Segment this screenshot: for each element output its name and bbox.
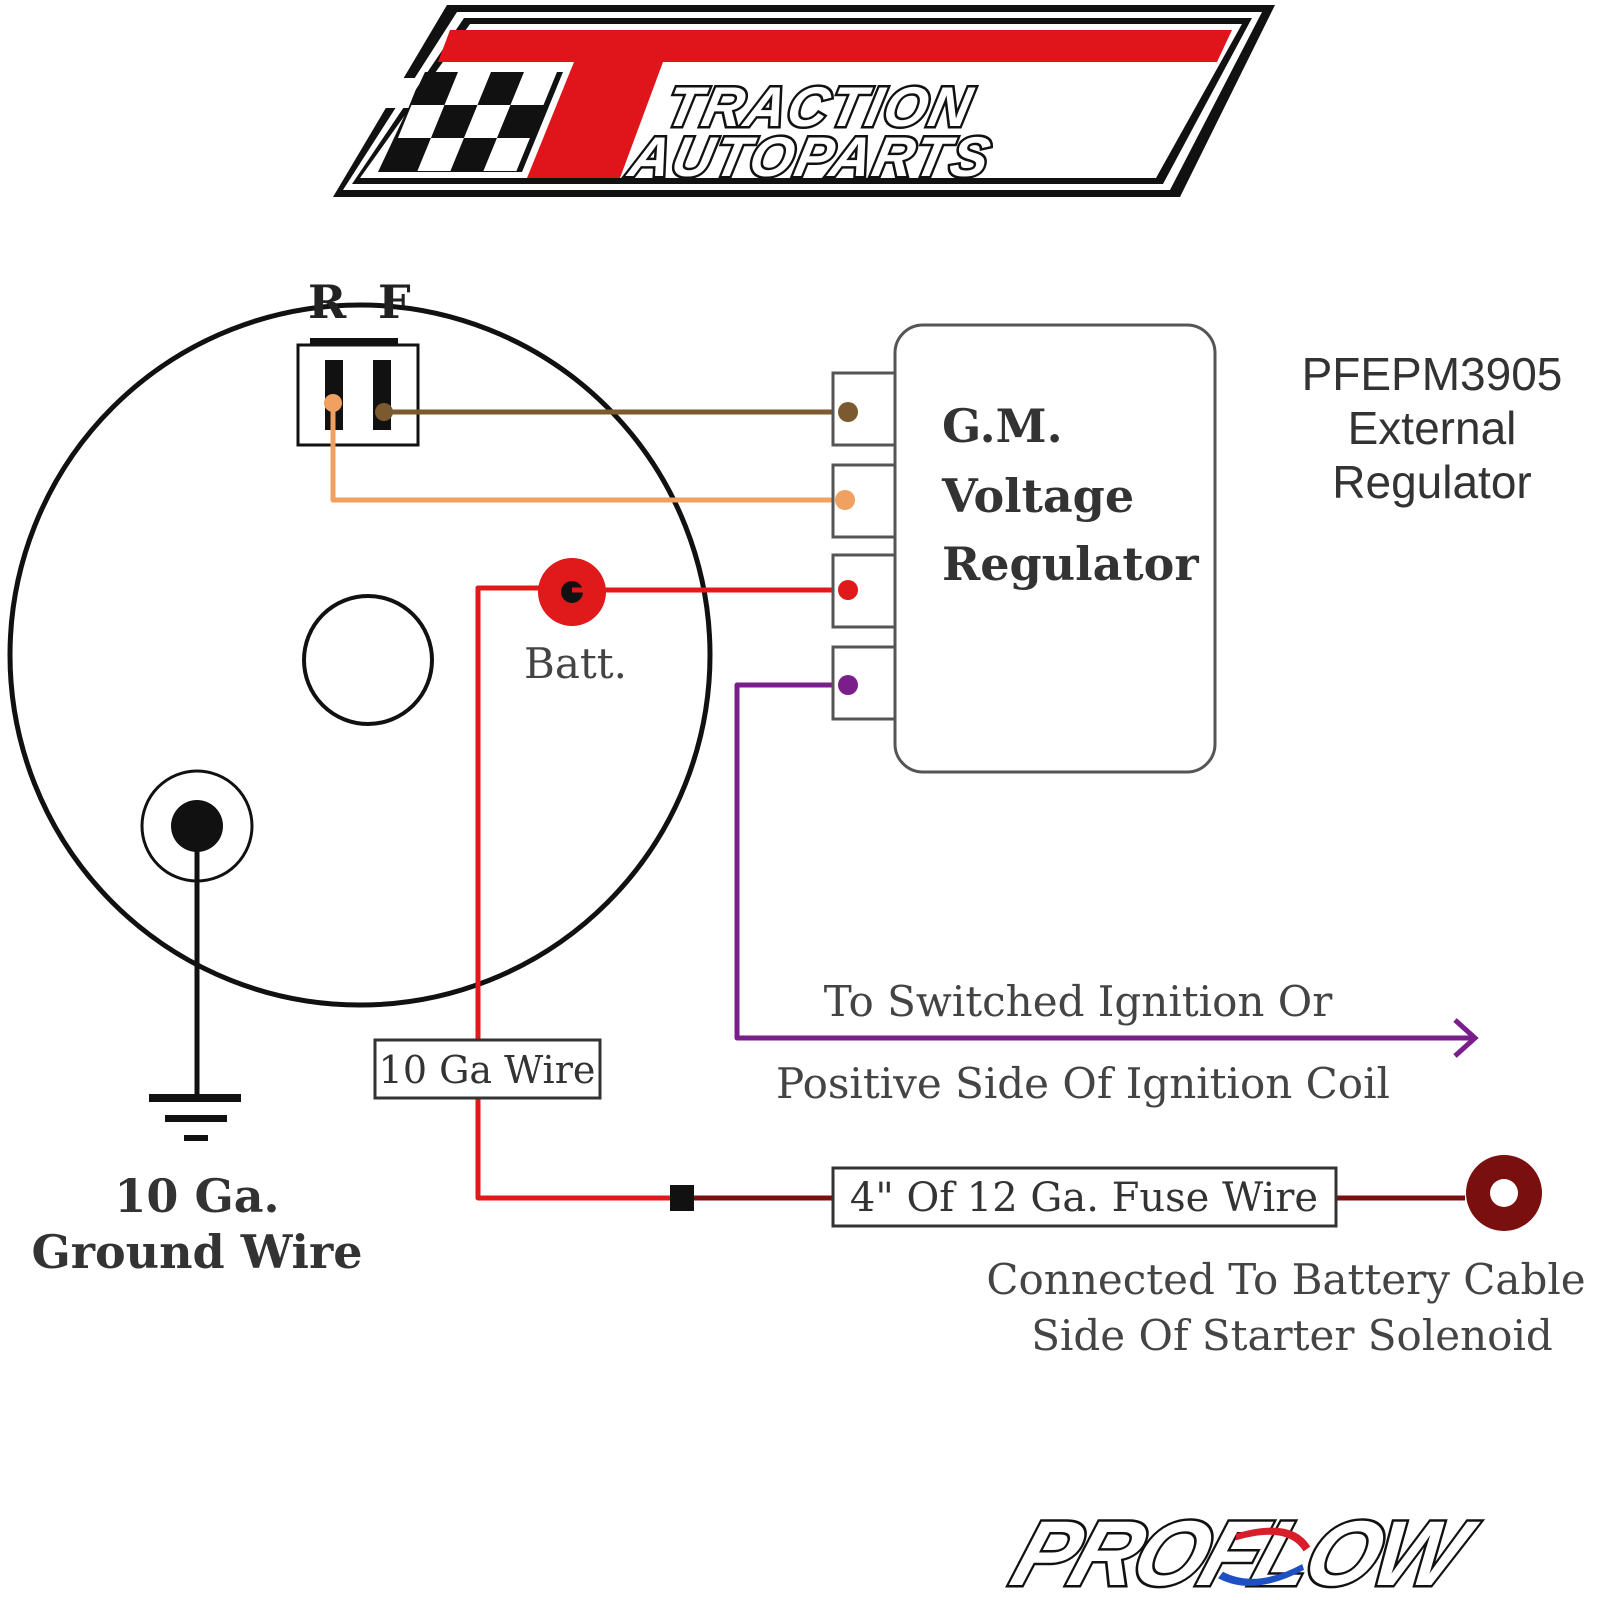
solenoid-label-1: Connected To Battery Cable [986, 1255, 1585, 1304]
ignition-arrow-icon [1453, 1018, 1479, 1058]
checker-square [417, 138, 464, 171]
checker-square [444, 72, 491, 105]
ignition-label-2: Positive Side Of Ignition Coil [776, 1059, 1390, 1108]
regulator-label-3: Regulator [942, 537, 1199, 591]
logo-text-traction: TRACTION [661, 76, 979, 138]
r-wire [330, 403, 845, 503]
battery-feed-wire [475, 585, 682, 1201]
regulator-label-2: Voltage [941, 469, 1134, 523]
fuse-wire-label: 4" Of 12 Ga. Fuse Wire [850, 1175, 1318, 1221]
proflow-swoosh-icon [1218, 1527, 1311, 1586]
fuse-link-splice [670, 1185, 694, 1211]
product-info: PFEPM3905 External Regulator [1302, 348, 1563, 508]
logo-red-t [438, 30, 1232, 178]
logo-text-autoparts: AUTOPARTS [622, 126, 997, 188]
ground-label-2: Ground Wire [31, 1225, 362, 1279]
regulator-body [893, 323, 1217, 774]
ignition-wire [734, 682, 1475, 1041]
alternator-body [7, 302, 713, 1008]
product-code: PFEPM3905 [1302, 348, 1563, 400]
terminal-f-label: F [378, 275, 411, 329]
ground-symbol-icon [149, 1094, 241, 1141]
ignition-label-1: To Switched Ignition Or [824, 977, 1333, 1026]
checker-square [463, 105, 511, 138]
alternator-center-hole [302, 594, 434, 726]
proflow-logo: PROFLOW [998, 1501, 1489, 1600]
ground-label-1: 10 Ga. [114, 1169, 279, 1223]
checker-square [483, 138, 530, 171]
solenoid-label-2: Side Of Starter Solenoid [1031, 1311, 1553, 1360]
terminal-r-label: R [308, 275, 347, 329]
alternator: R F Batt. 10 Ga. Ground Wire [7, 275, 713, 1279]
voltage-regulator: G.M. Voltage Regulator [831, 323, 1217, 774]
product-line-3: Regulator [1332, 456, 1531, 508]
battery-wire-label-box: 10 Ga Wire [373, 1038, 602, 1100]
checker-square [397, 105, 445, 138]
regulator-label-1: G.M. [942, 399, 1063, 453]
fuse-wire-label-box: 4" Of 12 Ga. Fuse Wire [831, 1166, 1338, 1228]
checker-square [510, 72, 557, 105]
rf-connector [296, 343, 420, 447]
battery-wire-label: 10 Ga Wire [379, 1048, 596, 1092]
batt-label: Batt. [524, 639, 627, 688]
traction-autoparts-logo: TRACTION AUTOPARTS [333, 5, 1275, 197]
ground-terminal [171, 800, 223, 852]
product-line-2: External [1348, 402, 1517, 454]
